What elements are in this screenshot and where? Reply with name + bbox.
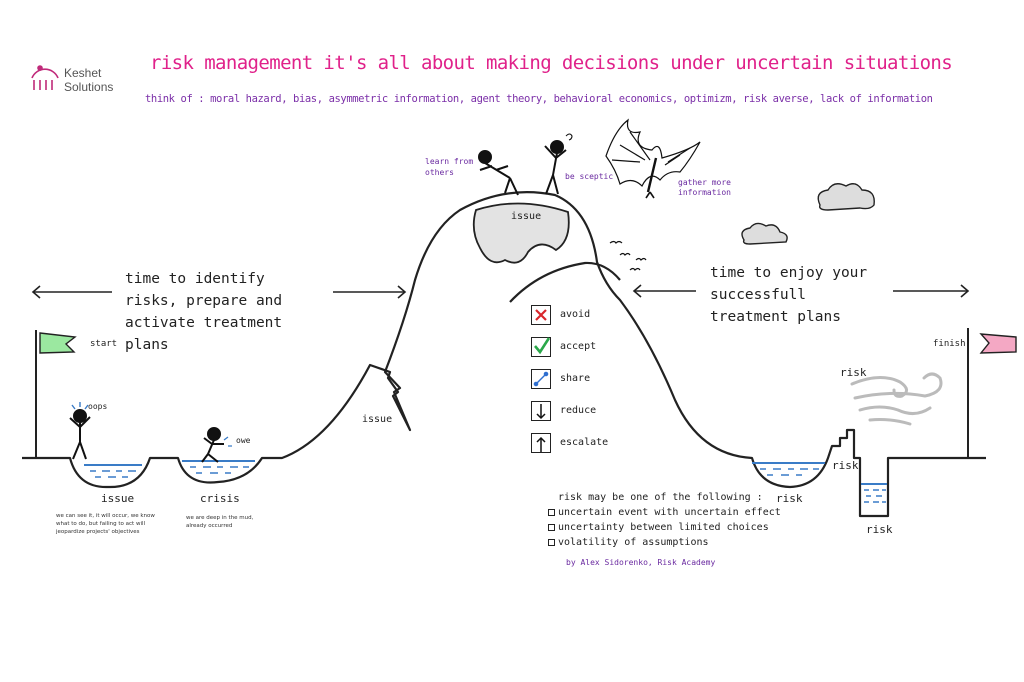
second-mountain <box>509 261 621 303</box>
option-label-reduce: reduce <box>560 405 597 416</box>
oops-label: oops <box>88 402 108 411</box>
left-arrow-right <box>333 285 407 299</box>
option-label-share: share <box>560 373 591 384</box>
logo-icon <box>31 65 59 90</box>
risk-pit-water <box>752 462 825 476</box>
start-flag <box>35 330 77 458</box>
peak-issue-cave <box>472 202 570 264</box>
learn-figure <box>478 150 519 196</box>
credit-label: by Alex Sidorenko, Risk Academy <box>566 558 716 567</box>
wind-risk-label: risk <box>840 366 867 379</box>
terrain-line <box>22 191 986 518</box>
risk-list-text: volatility of assumptions <box>558 537 709 548</box>
bullet-icon <box>548 523 555 531</box>
stairs-risk-label: risk <box>832 459 859 472</box>
finish-label: finish <box>933 339 966 349</box>
wind-icon <box>850 372 943 426</box>
share-box <box>531 369 551 389</box>
start-label: start <box>90 339 118 349</box>
risk-list-item: uncertain event with uncertain effect <box>548 505 781 520</box>
bullet-icon <box>548 538 555 546</box>
risk-list-item: uncertainty between limited choices <box>548 520 769 535</box>
crisis-pit-description: we are deep in the mud, already occurred <box>186 515 254 529</box>
crisis-pit-water <box>182 460 255 474</box>
crisis-figure <box>201 427 232 463</box>
deep-pit-risk-label: risk <box>866 523 893 536</box>
gather-label: gather more information <box>678 178 731 197</box>
option-label-accept: accept <box>560 341 597 352</box>
crisis-pit-label: crisis <box>200 492 240 505</box>
accept-box <box>531 337 551 357</box>
right-arrow-left <box>632 284 696 298</box>
oops-figure <box>69 402 91 460</box>
peak-issue-label: issue <box>511 211 542 222</box>
logo-text-line1: Keshet <box>64 66 102 80</box>
right-description: time to enjoy your successfull treatment… <box>710 265 868 325</box>
risk-list-text: uncertainty between limited choices <box>558 522 769 533</box>
logo-text-line2: Solutions <box>64 80 114 94</box>
risk-list-text: uncertain event with uncertain effect <box>558 507 781 518</box>
right-arrow-right <box>893 284 970 298</box>
risk-list-item: volatility of assumptions <box>548 535 709 550</box>
finish-flag <box>967 328 1017 458</box>
cloud-icon <box>817 183 875 211</box>
cliff-issue-label: issue <box>362 414 393 425</box>
escalate-box <box>531 433 551 453</box>
deep-pit-water <box>861 483 887 503</box>
option-label-avoid: avoid <box>560 309 591 320</box>
option-label-escalate: escalate <box>560 437 609 448</box>
avoid-box <box>531 305 551 325</box>
reduce-box <box>531 401 551 421</box>
sceptic-label: be sceptic <box>565 172 614 181</box>
left-description: time to identify risks, prepare and acti… <box>125 271 283 353</box>
page-subtitle: think of : moral hazard, bias, asymmetri… <box>145 93 933 105</box>
page-title: risk management it's all about making de… <box>150 52 953 74</box>
issue-pit-description: we can see it, it will occur, we know wh… <box>56 513 155 535</box>
owe-label: owe <box>236 436 251 445</box>
cloud-icon-small <box>741 222 788 245</box>
risk-list-heading: risk may be one of the following : <box>558 492 763 503</box>
left-arrow-left <box>31 285 112 299</box>
bullet-icon <box>548 508 555 516</box>
sceptic-figure <box>544 133 573 195</box>
learn-label: learn from others <box>425 157 474 177</box>
pit-risk-label: risk <box>776 492 803 505</box>
issue-pit-water <box>84 464 142 478</box>
dragon-icon <box>605 118 701 199</box>
birds-icon <box>609 240 647 271</box>
issue-pit-label: issue <box>101 492 135 505</box>
